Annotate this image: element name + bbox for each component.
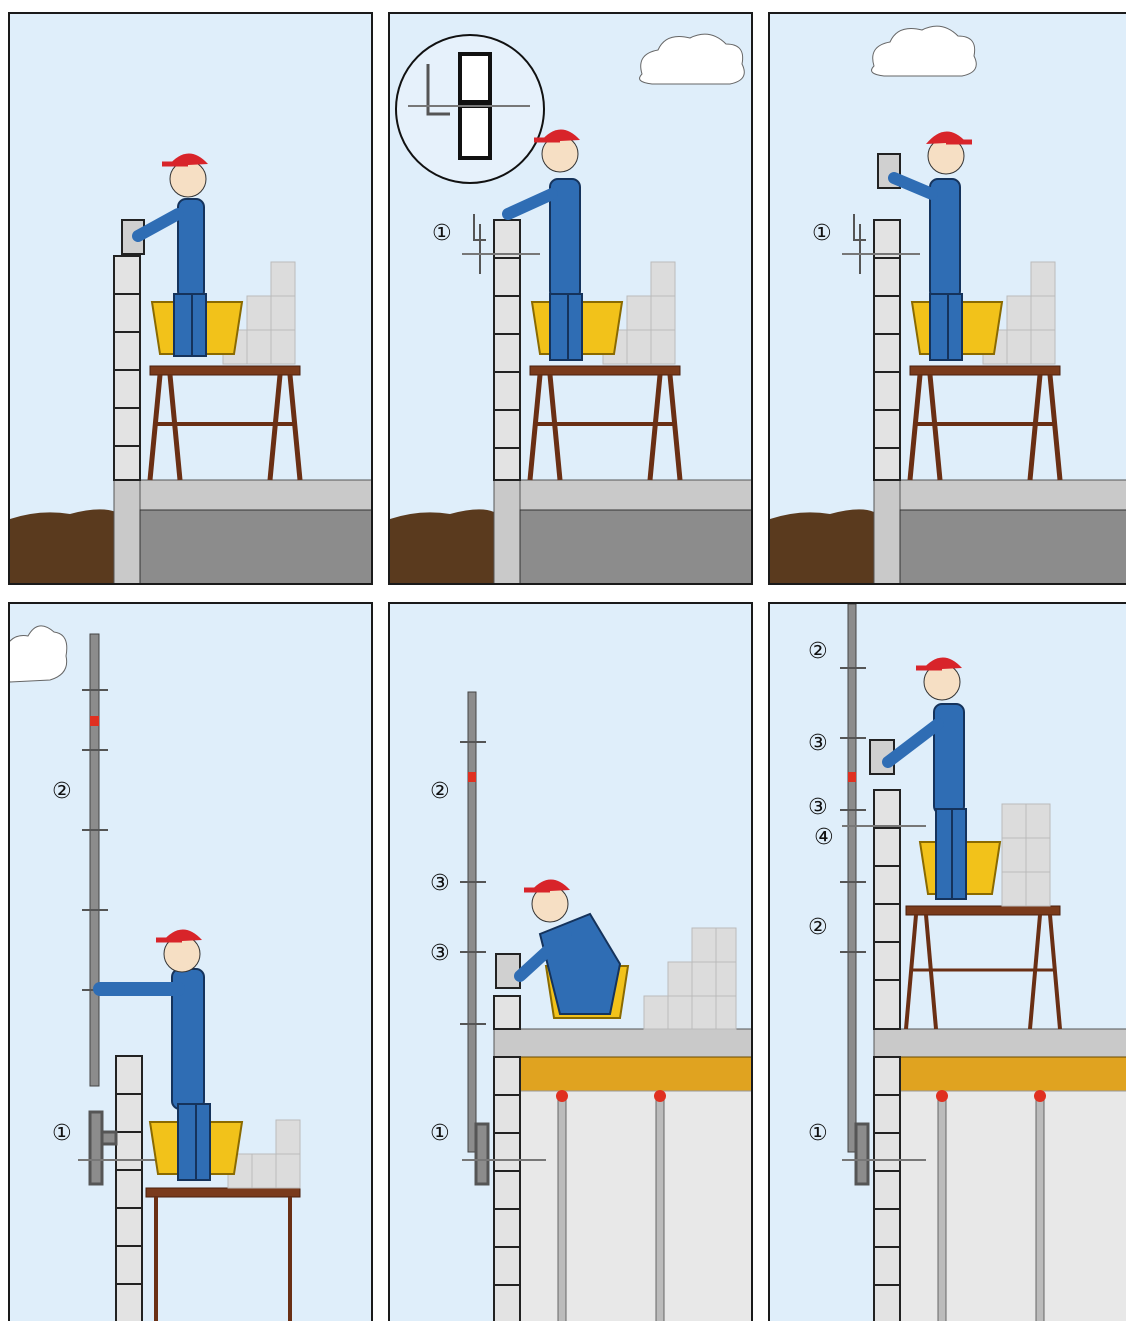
foundation-wall (874, 480, 900, 585)
callout-label: ① (430, 1121, 450, 1146)
cloud (640, 34, 745, 84)
trestle (910, 366, 1060, 480)
panel-1-scene (10, 14, 373, 585)
trestle (530, 366, 680, 480)
callout-label: ② (430, 779, 450, 804)
worker (520, 879, 620, 1014)
floor-slab (874, 1029, 1126, 1057)
panel-3: ① (768, 12, 1126, 585)
foundation-slab (494, 480, 753, 510)
basement (520, 510, 753, 585)
soil (10, 509, 116, 585)
callout-label: ② (808, 639, 828, 664)
basement (520, 1091, 753, 1321)
prop-tube (460, 692, 486, 1152)
block-wall (114, 220, 144, 480)
trestle (906, 906, 1060, 1029)
callout-label: ① (808, 1121, 828, 1146)
panel-4: ② ① (8, 602, 373, 1321)
worker (894, 131, 972, 360)
panel-6: ② ③ ③ ④ ② ① (768, 602, 1126, 1321)
prop-tube (840, 604, 866, 1152)
foundation-wall (494, 480, 520, 585)
block-wall (494, 220, 520, 480)
callout-label: ① (432, 221, 452, 246)
callout-label: ③ (808, 731, 828, 756)
callout-label: ③ (430, 871, 450, 896)
floor-slab (494, 1029, 753, 1057)
formwork-beam (900, 1057, 1126, 1091)
foundation-slab (114, 480, 373, 510)
panel-3-scene: ① (770, 14, 1126, 585)
cloud (10, 626, 67, 682)
panel-2-scene: ① (390, 14, 753, 585)
callout-label: ② (808, 915, 828, 940)
detail-inset (396, 35, 544, 183)
block-stack (644, 928, 736, 1029)
panel-2: ① (388, 12, 753, 585)
trestle (146, 1188, 300, 1321)
trestle (150, 366, 300, 480)
cloud (872, 26, 977, 76)
panel-5-scene: ② ③ ③ ① (390, 604, 753, 1321)
formwork-beam (520, 1057, 753, 1091)
panel-5: ② ③ ③ ① (388, 602, 753, 1321)
foundation-slab (874, 480, 1126, 510)
block-wall (116, 1056, 142, 1321)
worker (138, 153, 208, 356)
block-wall (494, 954, 520, 1321)
callout-label: ④ (814, 825, 834, 850)
foundation-wall (114, 480, 140, 585)
soil (770, 509, 874, 585)
basement (140, 510, 373, 585)
block-wall (874, 154, 900, 480)
prop-tube (82, 634, 108, 1086)
panel-1 (8, 12, 373, 585)
panel-6-scene: ② ③ ③ ④ ② ① (770, 604, 1126, 1321)
basement (900, 1091, 1126, 1321)
callout-label: ③ (808, 795, 828, 820)
callout-label: ① (812, 221, 832, 246)
block-stack (1002, 804, 1050, 906)
callout-label: ③ (430, 941, 450, 966)
callout-label: ② (52, 779, 72, 804)
callout-label: ① (52, 1121, 72, 1146)
basement (900, 510, 1126, 585)
soil (390, 509, 494, 585)
panel-4-scene: ② ① (10, 604, 373, 1321)
